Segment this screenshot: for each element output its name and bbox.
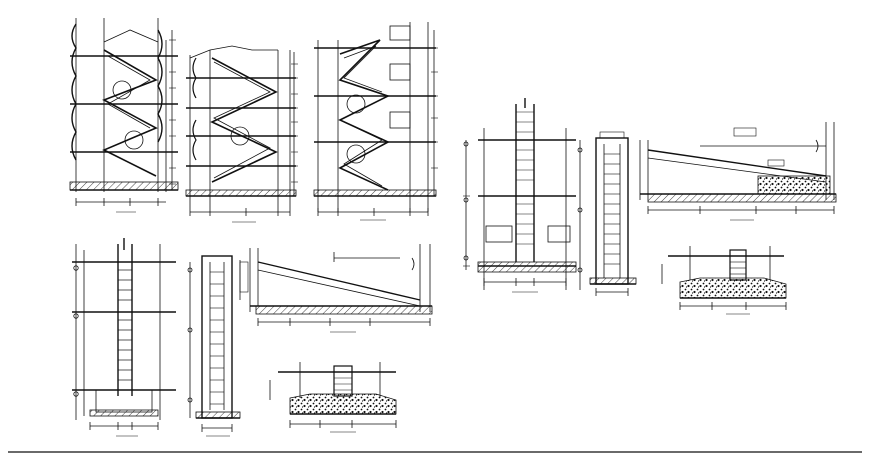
ramp-section-2	[639, 122, 837, 221]
ladder-section-4	[577, 131, 637, 296]
ladder-section-2	[187, 255, 241, 437]
ladder-section-3	[463, 98, 577, 293]
stair-section-c	[313, 22, 438, 221]
pit-detail-1	[269, 362, 397, 433]
pit-detail-2	[661, 246, 787, 315]
stair-section-b	[185, 45, 298, 223]
ladder-section-1	[72, 238, 176, 437]
stair-section-a	[69, 18, 179, 213]
ramp-section-1	[239, 244, 433, 333]
